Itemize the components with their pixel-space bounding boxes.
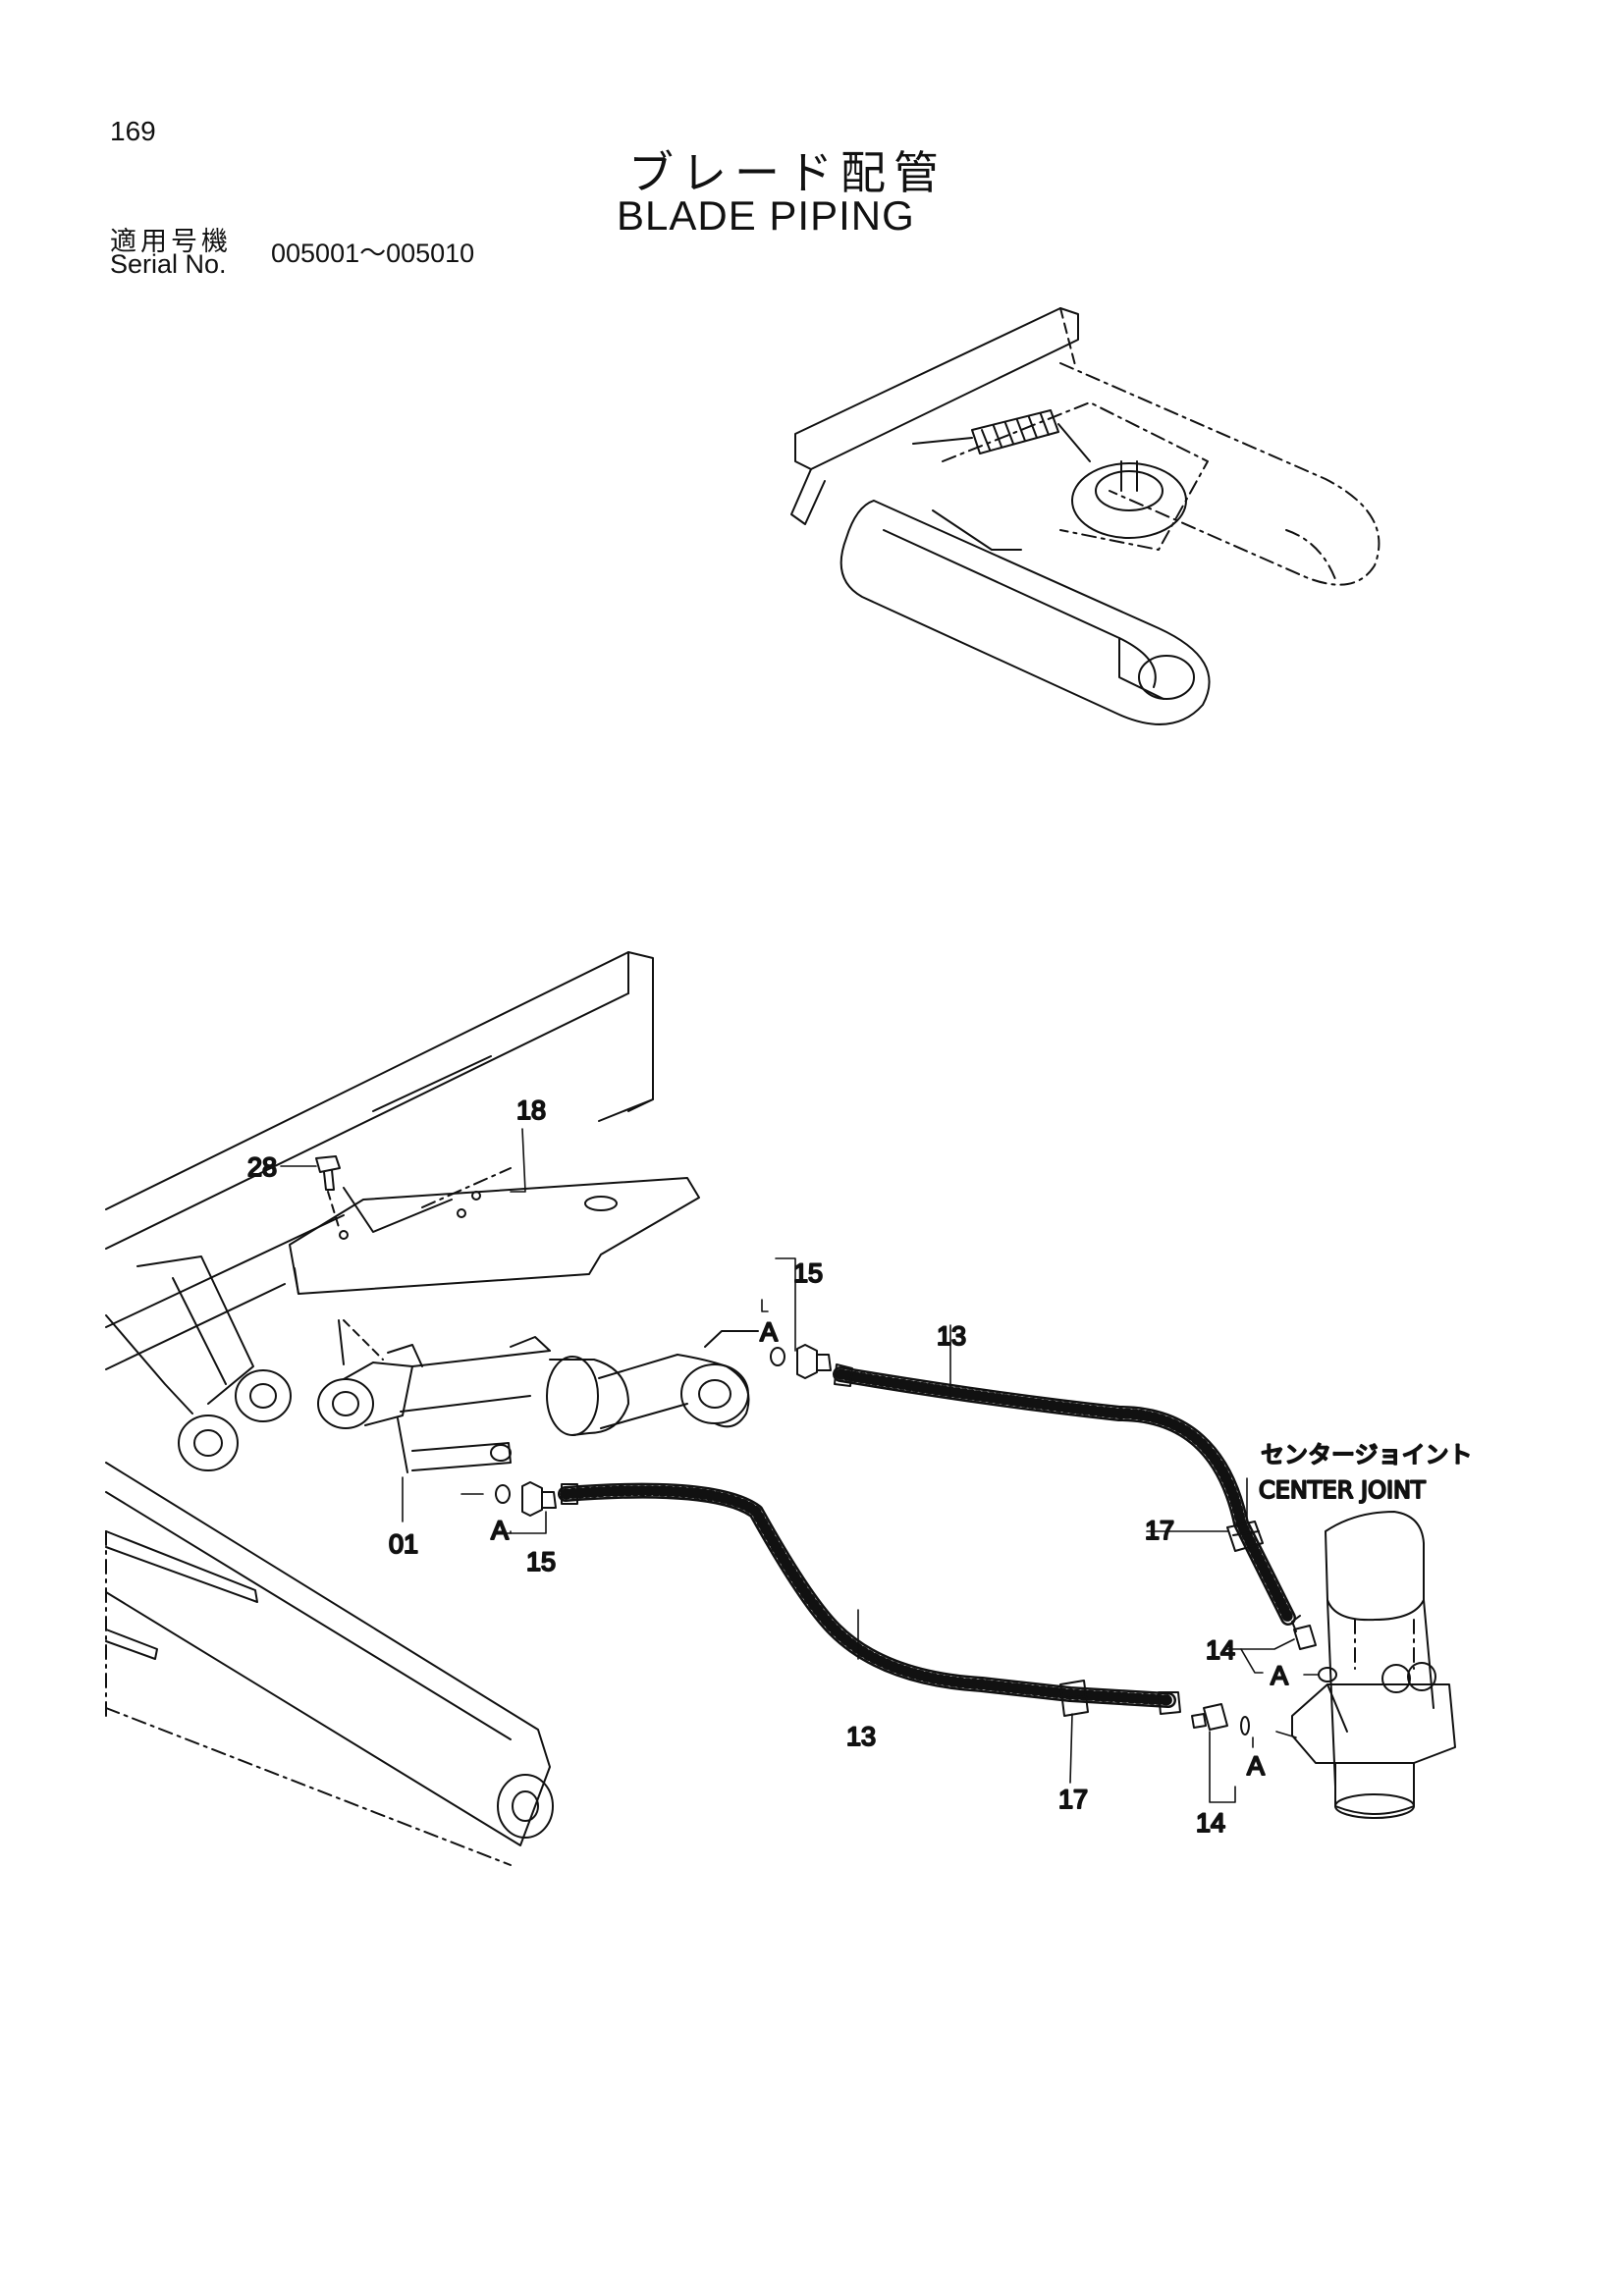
callout-15-lower: 15	[526, 1547, 556, 1576]
serial-label-english: Serial No.	[110, 249, 227, 279]
oring-marker-a-upper: A	[760, 1317, 778, 1347]
callout-18: 18	[516, 1095, 546, 1125]
callout-17-upper: 17	[1145, 1516, 1174, 1545]
callout-01: 01	[389, 1529, 418, 1559]
serial-label-japanese: 適用号機	[110, 227, 232, 257]
overview-undercarriage-illustration	[790, 307, 1380, 725]
part-18-cover-plate	[289, 1177, 700, 1295]
overview-track-right	[1059, 362, 1380, 586]
page-number: 169	[110, 116, 156, 146]
callout-15-upper: 15	[793, 1258, 823, 1288]
callout-17-lower: 17	[1058, 1785, 1088, 1814]
overview-blade	[794, 307, 1079, 470]
center-joint	[1291, 1511, 1456, 1819]
center-joint-label-jp: センタージョイント	[1261, 1441, 1473, 1468]
oring-marker-a-lower: A	[491, 1516, 509, 1545]
part-15-adapter-lower	[495, 1481, 557, 1517]
part-14-adapter-lower	[1191, 1703, 1250, 1735]
overview-blade-cylinder	[912, 409, 1091, 462]
overview-track-left	[839, 500, 1211, 725]
page-title-english: BLADE PIPING	[617, 192, 915, 239]
part-14-adapter-upper	[1291, 1615, 1337, 1682]
callout-13-upper: 13	[937, 1321, 966, 1351]
blade-pivot-boss-1	[235, 1369, 292, 1422]
callout-28: 28	[247, 1152, 277, 1182]
center-joint-label-en: CENTER JOINT	[1259, 1476, 1426, 1504]
callout-13-lower: 13	[846, 1722, 876, 1751]
part-28-bolt	[315, 1155, 341, 1228]
callout-14-upper: 14	[1206, 1635, 1235, 1665]
serial-range: 005001～005010	[271, 239, 475, 268]
page-title-japanese: ブレード配管	[628, 146, 947, 199]
blade-pivot-boss-2	[178, 1415, 239, 1471]
part-13-hose-lower	[558, 1482, 1176, 1708]
part-13-hose-upper	[833, 1363, 1296, 1626]
blade-body	[105, 951, 654, 1866]
part-01-blade-cylinder	[317, 1319, 759, 1473]
oring-marker-a-center-lower: A	[1247, 1751, 1265, 1781]
leader-lines	[280, 1128, 1319, 1803]
overview-center-joint	[1071, 462, 1187, 539]
part-17-hose-fitting-upper	[1226, 1521, 1264, 1552]
part-15-adapter-upper	[770, 1344, 832, 1379]
callout-14-lower: 14	[1196, 1808, 1225, 1838]
oring-marker-a-center-upper: A	[1271, 1661, 1288, 1690]
part-17-hose-fitting-lower	[1059, 1680, 1181, 1717]
